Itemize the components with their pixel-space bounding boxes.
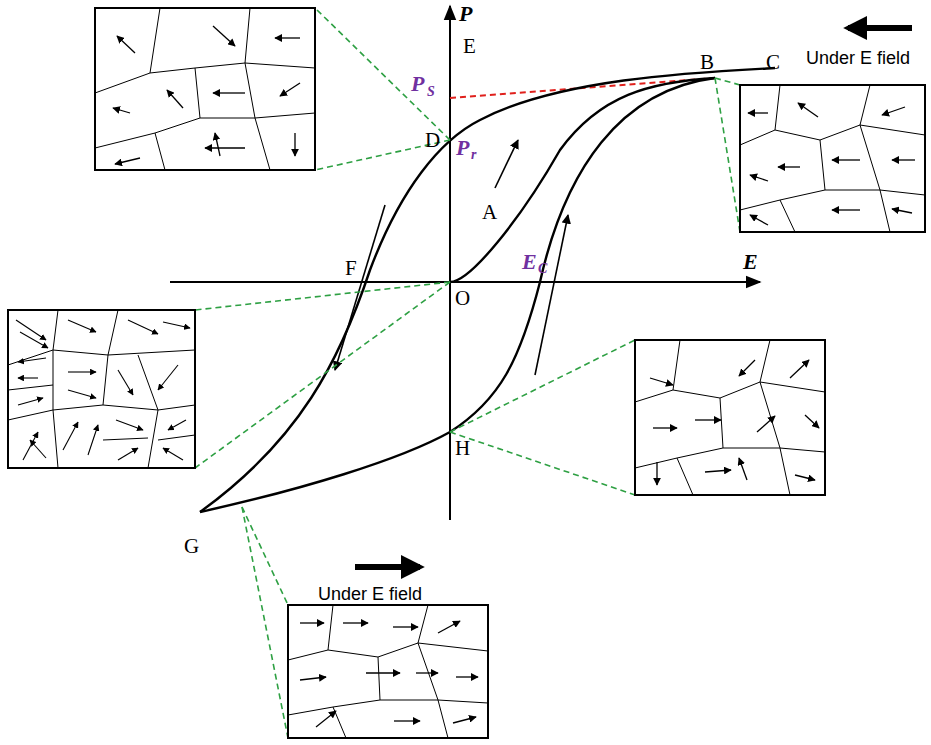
field-caption: Under E field bbox=[318, 585, 422, 603]
domain-inset bbox=[740, 85, 925, 232]
p-axis bbox=[449, 6, 451, 520]
field-arrow bbox=[355, 564, 420, 570]
domain-inset bbox=[635, 340, 825, 495]
point-label: H bbox=[455, 438, 470, 459]
field-caption: Under E field bbox=[806, 49, 910, 67]
domain-inset bbox=[288, 605, 488, 738]
symbol-subscript: r bbox=[471, 148, 476, 162]
point-label: E bbox=[463, 36, 476, 57]
symbol-subscript: C bbox=[538, 262, 547, 276]
point-label: C bbox=[766, 52, 780, 73]
axis-label: P bbox=[459, 3, 472, 25]
symbol-label: P bbox=[456, 137, 469, 159]
symbol-subscript: S bbox=[427, 85, 435, 99]
point-label: B bbox=[700, 52, 714, 73]
e-axis bbox=[170, 281, 760, 283]
point-label: A bbox=[482, 202, 497, 223]
domain-inset bbox=[8, 310, 195, 468]
point-label: G bbox=[184, 536, 199, 557]
axis-label: E bbox=[743, 251, 758, 273]
field-arrow bbox=[848, 25, 912, 31]
symbol-label: E bbox=[522, 251, 537, 273]
domain-inset bbox=[95, 8, 315, 170]
direction-arrows bbox=[335, 140, 568, 375]
symbol-label: P bbox=[411, 73, 424, 95]
point-label: O bbox=[455, 288, 470, 309]
point-label: F bbox=[345, 258, 357, 279]
point-label: D bbox=[425, 130, 440, 151]
